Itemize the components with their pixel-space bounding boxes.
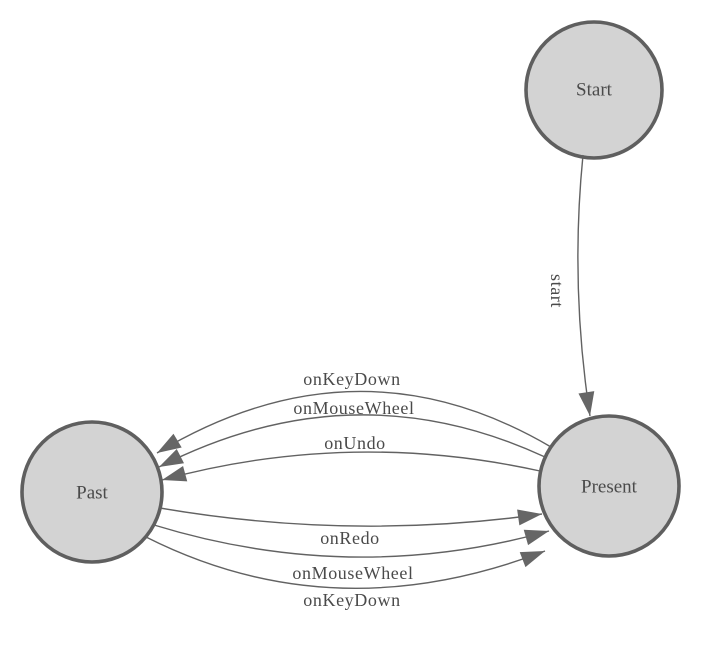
edge-label-onkeydown-lower: onKeyDown (303, 590, 400, 610)
transition-present-to-past-onmousewheel[interactable]: onMouseWheel (158, 398, 546, 468)
transition-present-to-past-onkeydown[interactable]: onKeyDown (156, 369, 552, 454)
state-circle-start[interactable] (524, 20, 664, 160)
edge-onmousewheel-upper[interactable] (158, 414, 546, 468)
edge-label-start: start (547, 274, 567, 308)
edge-label-onkeydown-upper: onKeyDown (303, 369, 400, 389)
edge-onmousewheel-lower[interactable] (153, 524, 550, 558)
edge-onredo[interactable] (159, 507, 543, 527)
state-node-past[interactable]: Past (20, 420, 164, 564)
transition-present-to-past-onundo[interactable]: onUndo (161, 433, 541, 482)
state-node-start[interactable]: Start (524, 20, 664, 160)
edge-label-onmousewheel-lower: onMouseWheel (292, 563, 413, 583)
transition-past-to-present-onmousewheel[interactable]: onMouseWheel (153, 524, 550, 583)
state-label-start: Start (576, 80, 613, 101)
edge-label-onmousewheel-upper: onMouseWheel (293, 398, 414, 418)
state-label-present: Present (581, 477, 638, 498)
state-node-present[interactable]: Present (537, 414, 681, 558)
edge-start[interactable] (577, 154, 595, 417)
state-circle-past[interactable] (20, 420, 164, 564)
edge-onkeydown-lower[interactable] (145, 536, 546, 589)
transition-start-to-present[interactable]: start (547, 154, 595, 417)
edge-label-onundo: onUndo (324, 433, 386, 453)
transition-past-to-present-onkeydown[interactable]: onKeyDown (145, 536, 546, 610)
transition-past-to-present-onredo[interactable]: onRedo (159, 507, 543, 548)
edge-onundo[interactable] (161, 451, 541, 482)
edge-label-onredo: onRedo (320, 528, 380, 548)
state-circle-present[interactable] (537, 414, 681, 558)
state-label-past: Past (76, 483, 108, 504)
edge-onkeydown-upper[interactable] (156, 390, 552, 454)
